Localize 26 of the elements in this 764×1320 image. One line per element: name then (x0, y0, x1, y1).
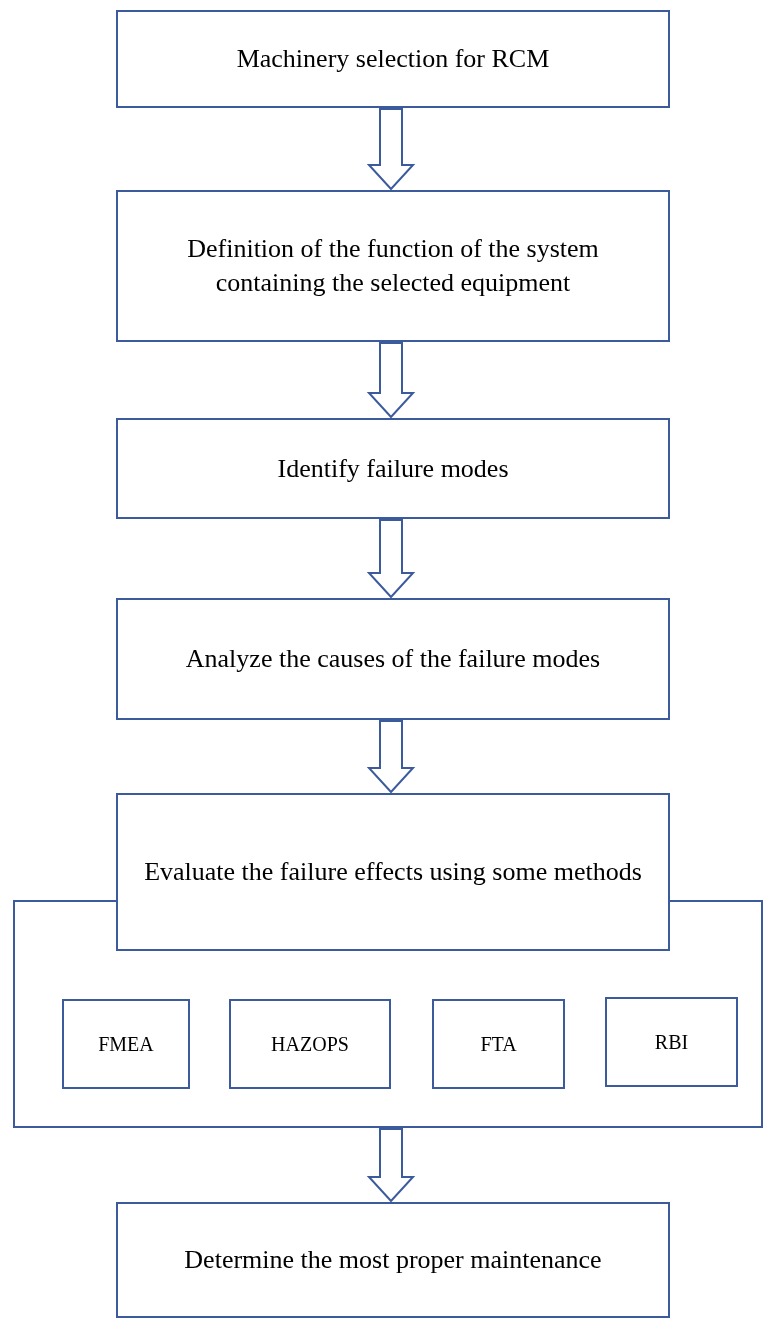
process-box (229, 999, 391, 1089)
box-text: FMEA (98, 1032, 154, 1057)
box-text: Definition of the function of the system containing the selected equipment (186, 233, 600, 299)
process-box (116, 190, 670, 342)
box-text: Evaluate the failure effects using some methods (144, 856, 642, 889)
process-box (116, 598, 670, 720)
process-box (116, 10, 670, 108)
box-text: Identify failure modes (277, 452, 509, 485)
process-box (62, 999, 190, 1089)
process-box (605, 997, 738, 1087)
block-arrow (366, 1128, 416, 1203)
group-frame (13, 900, 763, 1128)
process-box (432, 999, 565, 1089)
block-arrow (366, 519, 416, 599)
block-arrow (366, 108, 416, 191)
process-box (116, 793, 670, 951)
process-box (116, 418, 670, 519)
box-text: Analyze the causes of the failure modes (185, 643, 601, 676)
box-text: FTA (480, 1032, 517, 1057)
box-text: HAZOPS (271, 1032, 349, 1057)
block-arrow (366, 342, 416, 419)
block-arrow (366, 720, 416, 794)
process-box (116, 1202, 670, 1318)
box-text: Determine the most proper maintenance (184, 1244, 602, 1277)
box-text: RBI (654, 1030, 689, 1055)
box-text: Machinery selection for RCM (236, 43, 550, 76)
